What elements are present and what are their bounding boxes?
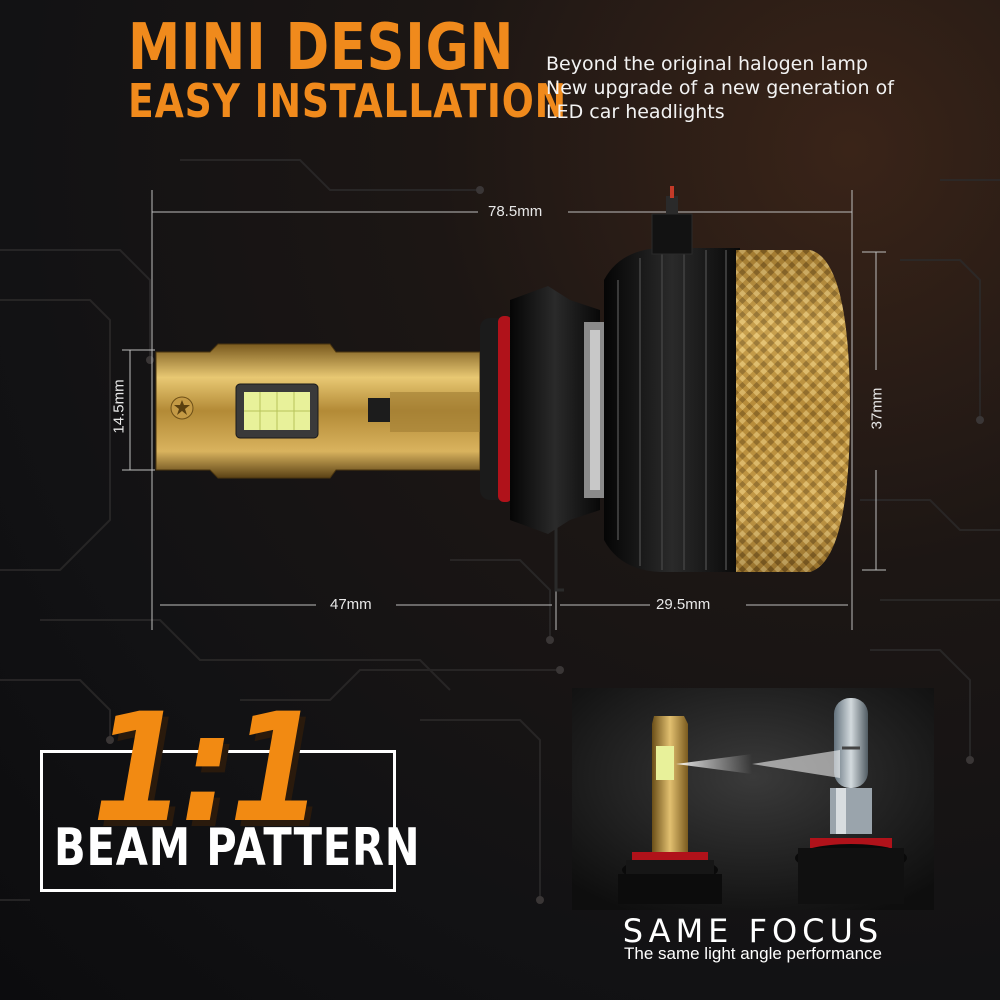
dimension-front-length: 47mm bbox=[330, 596, 372, 613]
led-bulb-small bbox=[618, 716, 752, 904]
beam-pattern-label: BEAM PATTERN bbox=[54, 818, 421, 878]
headline-mini-design: MINI DESIGN bbox=[128, 11, 515, 85]
dimension-rear-length: 29.5mm bbox=[656, 596, 711, 613]
beam-ratio: 1:1 bbox=[92, 682, 323, 856]
subtitle-line-1: Beyond the original halogen lamp bbox=[546, 53, 868, 75]
headline-easy-installation: EASY INSTALLATION bbox=[128, 74, 568, 128]
subtitle-line-2: New upgrade of a new generation of bbox=[546, 77, 894, 99]
comparison-photo bbox=[572, 688, 934, 910]
subtitle-text: Beyond the original halogen lamp New upg… bbox=[546, 52, 894, 124]
dimension-base-diameter: 37mm bbox=[868, 387, 886, 430]
halogen-bulb-small bbox=[752, 698, 907, 904]
subtitle-line-3: LED car headlights bbox=[546, 101, 725, 123]
beam-pattern-frame bbox=[40, 750, 396, 892]
same-focus-subtitle: The same light angle performance bbox=[624, 944, 882, 963]
dimension-total-length: 78.5mm bbox=[488, 203, 543, 220]
same-focus-title: SAME FOCUS bbox=[622, 912, 884, 950]
comparison-illustration bbox=[572, 688, 934, 910]
dimension-chip-width: 14.5mm bbox=[110, 379, 128, 434]
